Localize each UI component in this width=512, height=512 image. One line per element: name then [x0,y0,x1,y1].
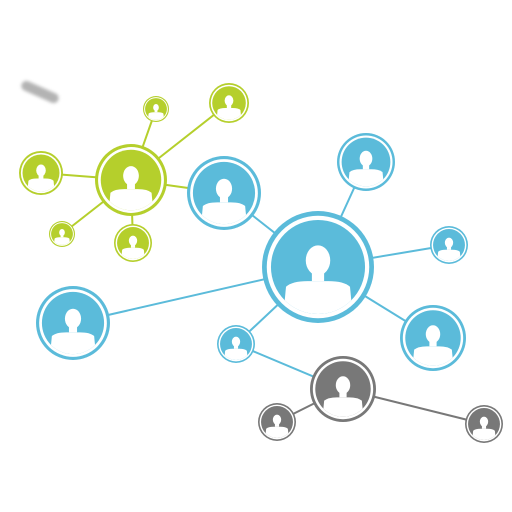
node-g-top-right [209,83,249,123]
person-icon [347,150,385,187]
person-icon [108,166,154,211]
person-icon [50,308,96,355]
person-icon [216,95,242,120]
node-g-top-small [143,96,169,122]
node-k-right [465,405,503,443]
person-icon [322,376,364,417]
node-g-hub [95,144,167,216]
node-b-upper-left [187,156,261,230]
node-b-lower-right [400,305,466,371]
person-icon [147,103,165,120]
person-icon [121,235,145,259]
node-b-lower-small [217,325,255,363]
node-b-left-large [36,286,110,360]
node-k-left [258,403,296,441]
person-icon [224,336,248,360]
node-b-top [337,133,395,191]
person-icon [472,416,496,440]
node-b-right [430,226,468,264]
node-g-bottom [114,224,152,262]
nodes-layer [19,83,503,443]
node-g-left [19,151,63,195]
person-icon [201,178,247,225]
node-g-bottom-left [49,221,75,247]
person-icon [437,237,461,261]
person-icon [53,228,71,245]
person-icon [265,414,289,438]
node-k-hub [310,356,376,422]
person-icon [412,325,454,366]
person-icon [283,245,353,315]
node-b-hub [262,211,374,323]
person-icon [27,164,55,192]
